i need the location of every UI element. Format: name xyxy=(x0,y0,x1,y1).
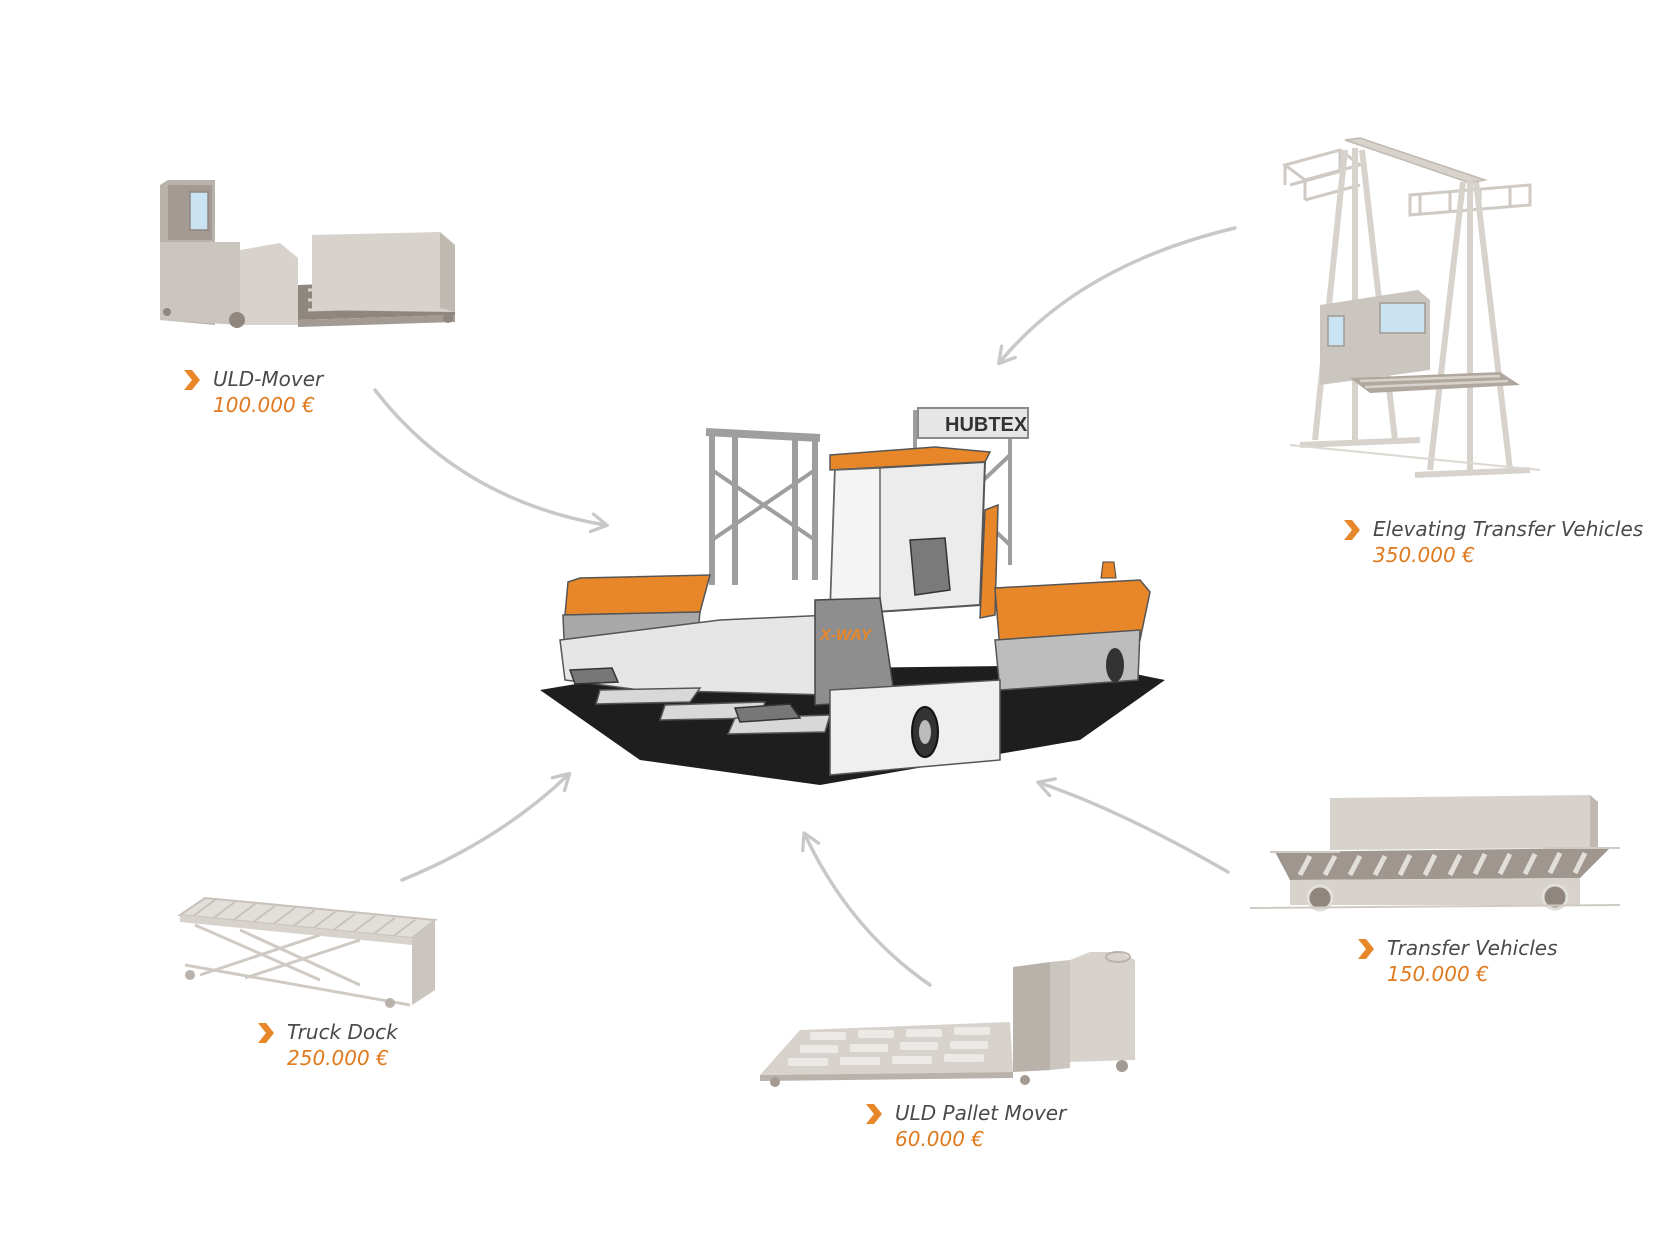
x-way-sideloader-illustration: HUBTEX X-WAY xyxy=(540,407,1165,785)
truck-dock-icon xyxy=(177,896,438,1008)
chevron-right-icon xyxy=(1344,520,1360,540)
arrow-uld-pallet-mover xyxy=(801,831,932,987)
chevron-right-icon xyxy=(866,1104,882,1124)
operator-seat xyxy=(909,537,951,596)
right-body-side xyxy=(994,629,1141,691)
cab-glass-front xyxy=(829,467,881,616)
chevron-right-icon xyxy=(1358,939,1374,959)
label-uld-mover: ULD-Mover 100.000 € xyxy=(184,366,324,418)
vehicle-name: ULD Pallet Mover xyxy=(895,1101,1067,1125)
vehicle-price: 100.000 € xyxy=(213,393,315,417)
arrows xyxy=(373,226,1237,987)
model-badge: X-WAY xyxy=(819,627,873,644)
elevating-transfer-vehicle-icon xyxy=(1281,137,1541,478)
vehicle-name: Transfer Vehicles xyxy=(1387,936,1558,960)
vehicle-price: 150.000 € xyxy=(1387,962,1489,986)
label-elevating-transfer-vehicles: Elevating Transfer Vehicles 350.000 € xyxy=(1344,516,1644,568)
arrow-transfer-vehicles xyxy=(1036,777,1230,874)
uld-pallet-mover-icon xyxy=(760,951,1135,1087)
arrow-uld-mover xyxy=(373,388,609,534)
label-truck-dock: Truck Dock 250.000 € xyxy=(258,1019,398,1071)
arrow-elevating-transfer xyxy=(996,226,1237,366)
vehicle-name: Elevating Transfer Vehicles xyxy=(1373,517,1644,541)
brand-name: HUBTEX xyxy=(945,414,1028,436)
vehicle-price: 250.000 € xyxy=(287,1046,389,1070)
transfer-vehicle-icon xyxy=(1249,795,1621,912)
vehicle-name: ULD-Mover xyxy=(213,367,324,391)
chevron-right-icon xyxy=(258,1023,274,1043)
cab-roof xyxy=(829,446,992,471)
fork-rail-right xyxy=(733,703,802,723)
rear-wheel xyxy=(1106,648,1124,682)
uld-mover-icon xyxy=(160,180,455,328)
left-orange-hood xyxy=(564,574,711,616)
vehicle-price: 350.000 € xyxy=(1373,543,1475,567)
warning-beacon xyxy=(1100,561,1117,579)
front-wheel-hub xyxy=(919,720,931,744)
vehicle-price: 60.000 € xyxy=(895,1127,985,1151)
fork-rail-left xyxy=(568,667,620,685)
label-uld-pallet-mover: ULD Pallet Mover 60.000 € xyxy=(866,1100,1067,1152)
arrow-truck-dock xyxy=(400,771,572,882)
label-transfer-vehicles: Transfer Vehicles 150.000 € xyxy=(1358,935,1558,987)
vehicle-name: Truck Dock xyxy=(287,1020,398,1044)
chevron-right-icon xyxy=(184,370,200,390)
brand-sign xyxy=(917,407,1029,439)
orange-pillar xyxy=(979,503,999,619)
